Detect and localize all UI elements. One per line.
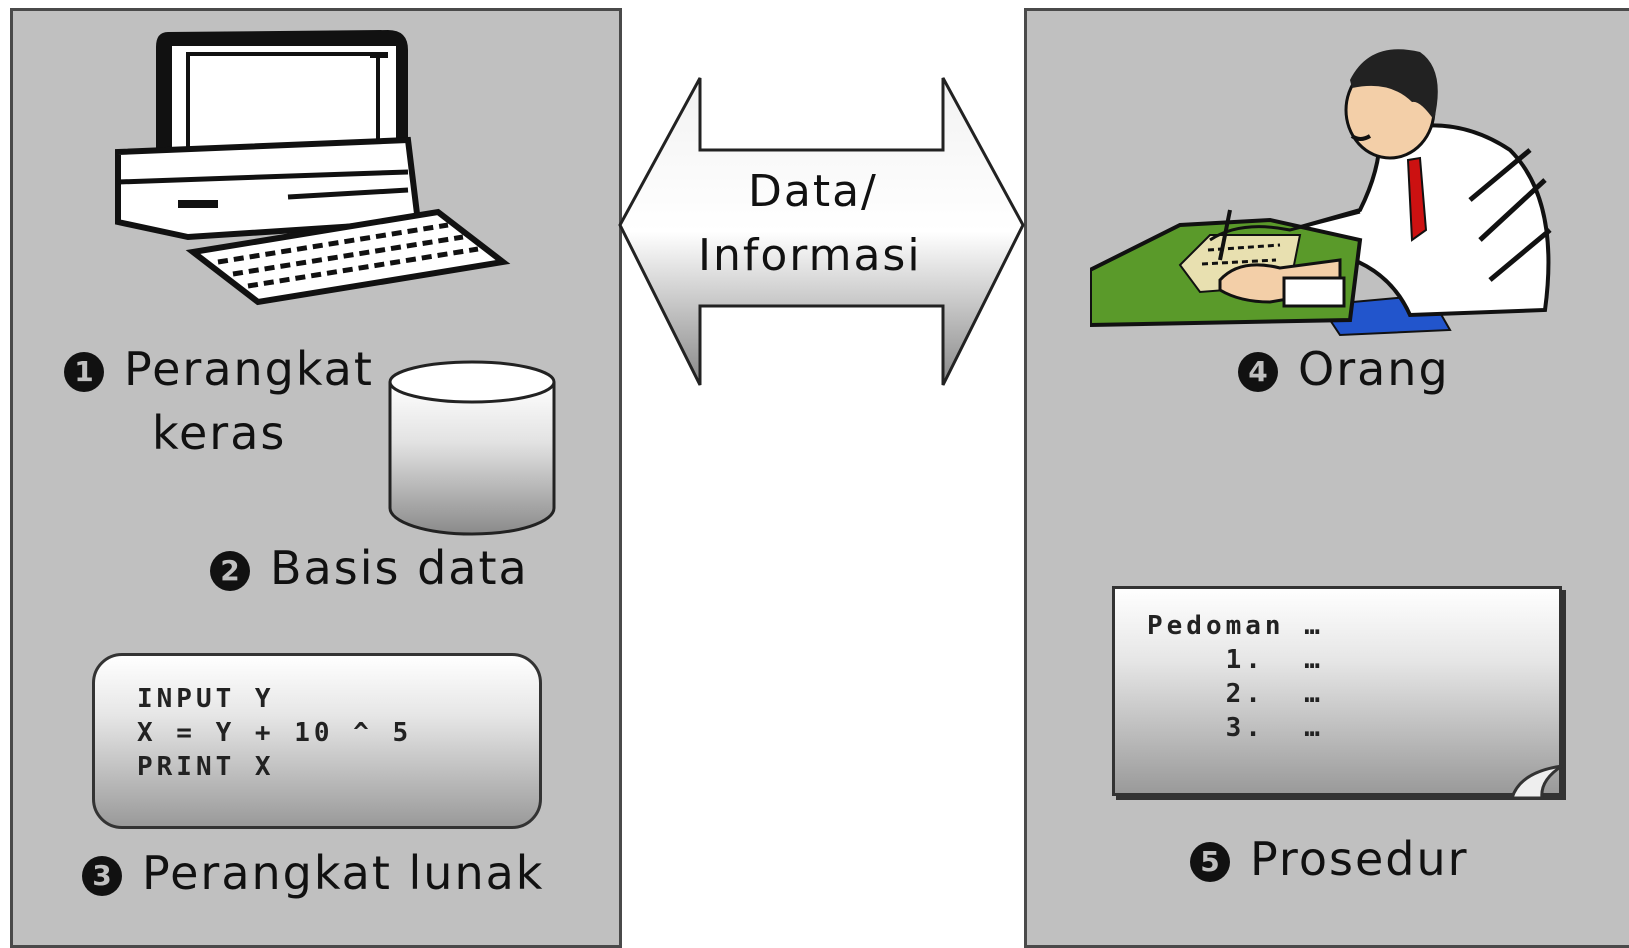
computer-icon: [115, 30, 511, 306]
double-arrow-icon: [618, 77, 1025, 386]
arrow-label-line2: Informasi: [698, 230, 922, 281]
number-badge-3: 3: [82, 856, 122, 896]
number-badge-1: 1: [64, 352, 104, 392]
number-badge-2: 2: [210, 551, 250, 591]
number-badge-4: 4: [1238, 352, 1278, 392]
arrow-label-line1: Data/: [748, 166, 878, 217]
procedure-line: 1. …: [1147, 645, 1324, 675]
code-line: X = Y + 10 ^ 5: [137, 718, 413, 748]
procedure-line: Pedoman …: [1147, 611, 1324, 641]
procedure-document: Pedoman … 1. … 2. … 3. …: [1112, 586, 1562, 796]
code-line: INPUT Y: [137, 684, 275, 714]
person-writing-icon: [1090, 49, 1552, 337]
procedure-line: 3. …: [1147, 713, 1324, 743]
procedure-line: 2. …: [1147, 679, 1324, 709]
hardware-label-line2: keras: [152, 406, 287, 460]
number-badge-5: 5: [1190, 842, 1230, 882]
software-code-box: INPUT Y X = Y + 10 ^ 5 PRINT X: [92, 653, 542, 829]
database-cylinder-icon: [388, 360, 556, 536]
page-curl-icon: [1510, 764, 1563, 800]
code-line: PRINT X: [137, 752, 275, 782]
